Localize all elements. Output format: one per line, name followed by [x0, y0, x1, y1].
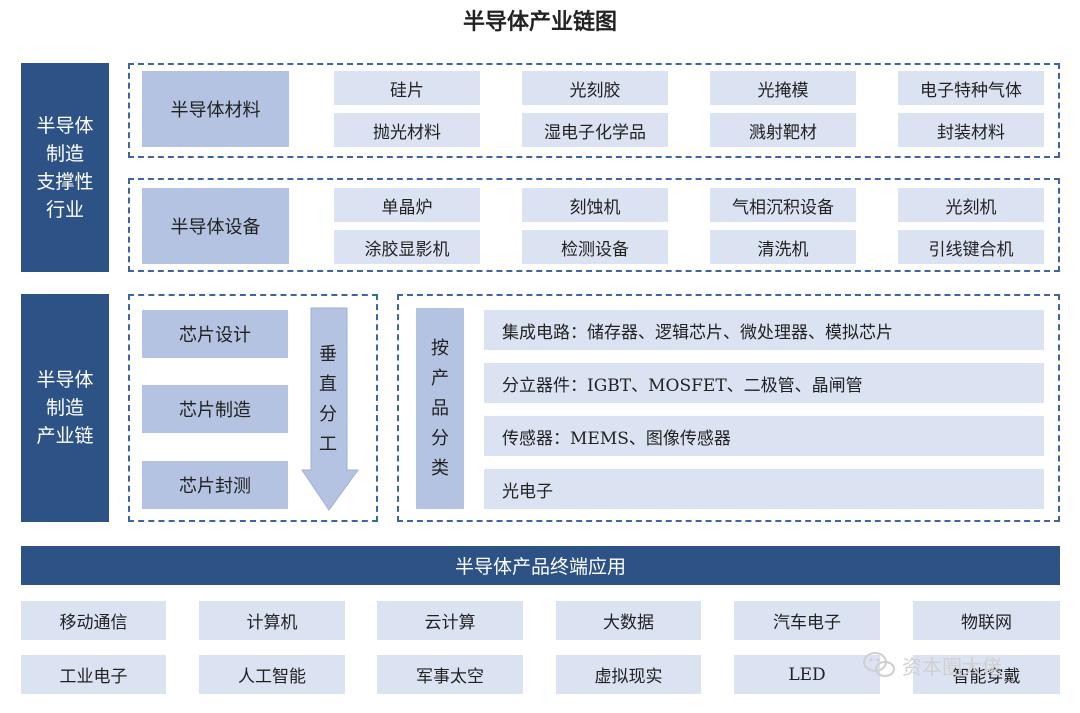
- material-item: 溅射靶材: [710, 113, 856, 147]
- equipment-item: 刻蚀机: [522, 188, 668, 222]
- support-label-line: 半导体: [36, 114, 94, 137]
- application-item: 移动通信: [21, 601, 166, 640]
- application-item: 大数据: [556, 601, 701, 640]
- watermark-text: 资本圈大佬: [902, 654, 1002, 679]
- arrow-char: 分: [319, 404, 337, 425]
- product-item: 集成电路：储存器、逻辑芯片、微处理器、模拟芯片: [484, 310, 1044, 350]
- material-item: 封装材料: [898, 113, 1044, 147]
- classification-char: 品: [431, 397, 449, 419]
- application-item: 智能穿戴: [913, 655, 1060, 694]
- application-item: 物联网: [913, 601, 1060, 640]
- application-item: 云计算: [377, 601, 523, 640]
- equipment-item: 检测设备: [522, 230, 668, 264]
- classification-char: 类: [431, 457, 449, 479]
- vertical-division-label: 垂 直 分 工: [306, 340, 350, 470]
- product-classification-label: 按 产 品 分 类: [416, 308, 464, 509]
- application-item: 虚拟现实: [556, 655, 701, 694]
- chain-label-line: 半导体: [36, 369, 94, 391]
- application-item: 人工智能: [199, 655, 345, 694]
- support-label-line: 支撑性: [36, 170, 94, 193]
- arrow-char: 工: [319, 434, 337, 455]
- stage-chip-design: 芯片设计: [142, 310, 288, 358]
- applications-header: 半导体产品终端应用: [21, 546, 1060, 585]
- product-classification-group: [397, 294, 1060, 522]
- chain-label-line: 产业链: [36, 425, 94, 447]
- wechat-icon: [863, 652, 895, 677]
- application-item: 汽车电子: [734, 601, 880, 640]
- material-item: 电子特种气体: [898, 71, 1044, 105]
- application-item: 计算机: [199, 601, 345, 640]
- equipment-item: 单晶炉: [334, 188, 480, 222]
- stage-chip-packaging-testing: 芯片封测: [142, 461, 288, 509]
- application-item: 工业电子: [21, 655, 166, 694]
- equipment-group: [128, 178, 1060, 272]
- page-title: 半导体产业链图: [462, 9, 617, 35]
- vertical-division-group: [128, 294, 378, 522]
- classification-char: 按: [431, 337, 449, 359]
- down-arrow-icon: [301, 307, 359, 511]
- chain-label-line: 制造: [45, 397, 84, 419]
- equipment-item: 涂胶显影机: [334, 230, 480, 264]
- equipment-item: 引线键合机: [898, 230, 1044, 264]
- product-item: 传感器：MEMS、图像传感器: [484, 416, 1044, 456]
- classification-char: 分: [431, 427, 449, 449]
- watermark: 资本圈大佬: [862, 650, 1062, 680]
- product-item: 分立器件：IGBT、MOSFET、二极管、晶闸管: [484, 363, 1044, 403]
- support-industry-label: 半导体 制造 支撑性 行业: [21, 63, 109, 272]
- material-item: 硅片: [334, 71, 480, 105]
- equipment-item: 光刻机: [898, 188, 1044, 222]
- classification-char: 产: [431, 367, 449, 389]
- arrow-char: 垂: [319, 344, 337, 365]
- material-item: 光刻胶: [522, 71, 668, 105]
- material-item: 抛光材料: [334, 113, 480, 147]
- arrow-char: 直: [319, 374, 337, 395]
- equipment-category: 半导体设备: [142, 188, 289, 264]
- equipment-item: 气相沉积设备: [710, 188, 856, 222]
- industry-chain-label: 半导体 制造 产业链: [21, 294, 109, 522]
- support-label-line: 行业: [45, 198, 84, 221]
- support-label-line: 制造: [45, 142, 84, 165]
- application-item: LED: [734, 655, 880, 694]
- application-item: 军事太空: [377, 655, 523, 694]
- material-item: 湿电子化学品: [522, 113, 668, 147]
- materials-category: 半导体材料: [142, 71, 289, 147]
- material-item: 光掩模: [710, 71, 856, 105]
- materials-group: [128, 63, 1060, 158]
- stage-chip-manufacturing: 芯片制造: [142, 385, 288, 433]
- equipment-item: 清洗机: [710, 230, 856, 264]
- product-item: 光电子: [484, 469, 1044, 509]
